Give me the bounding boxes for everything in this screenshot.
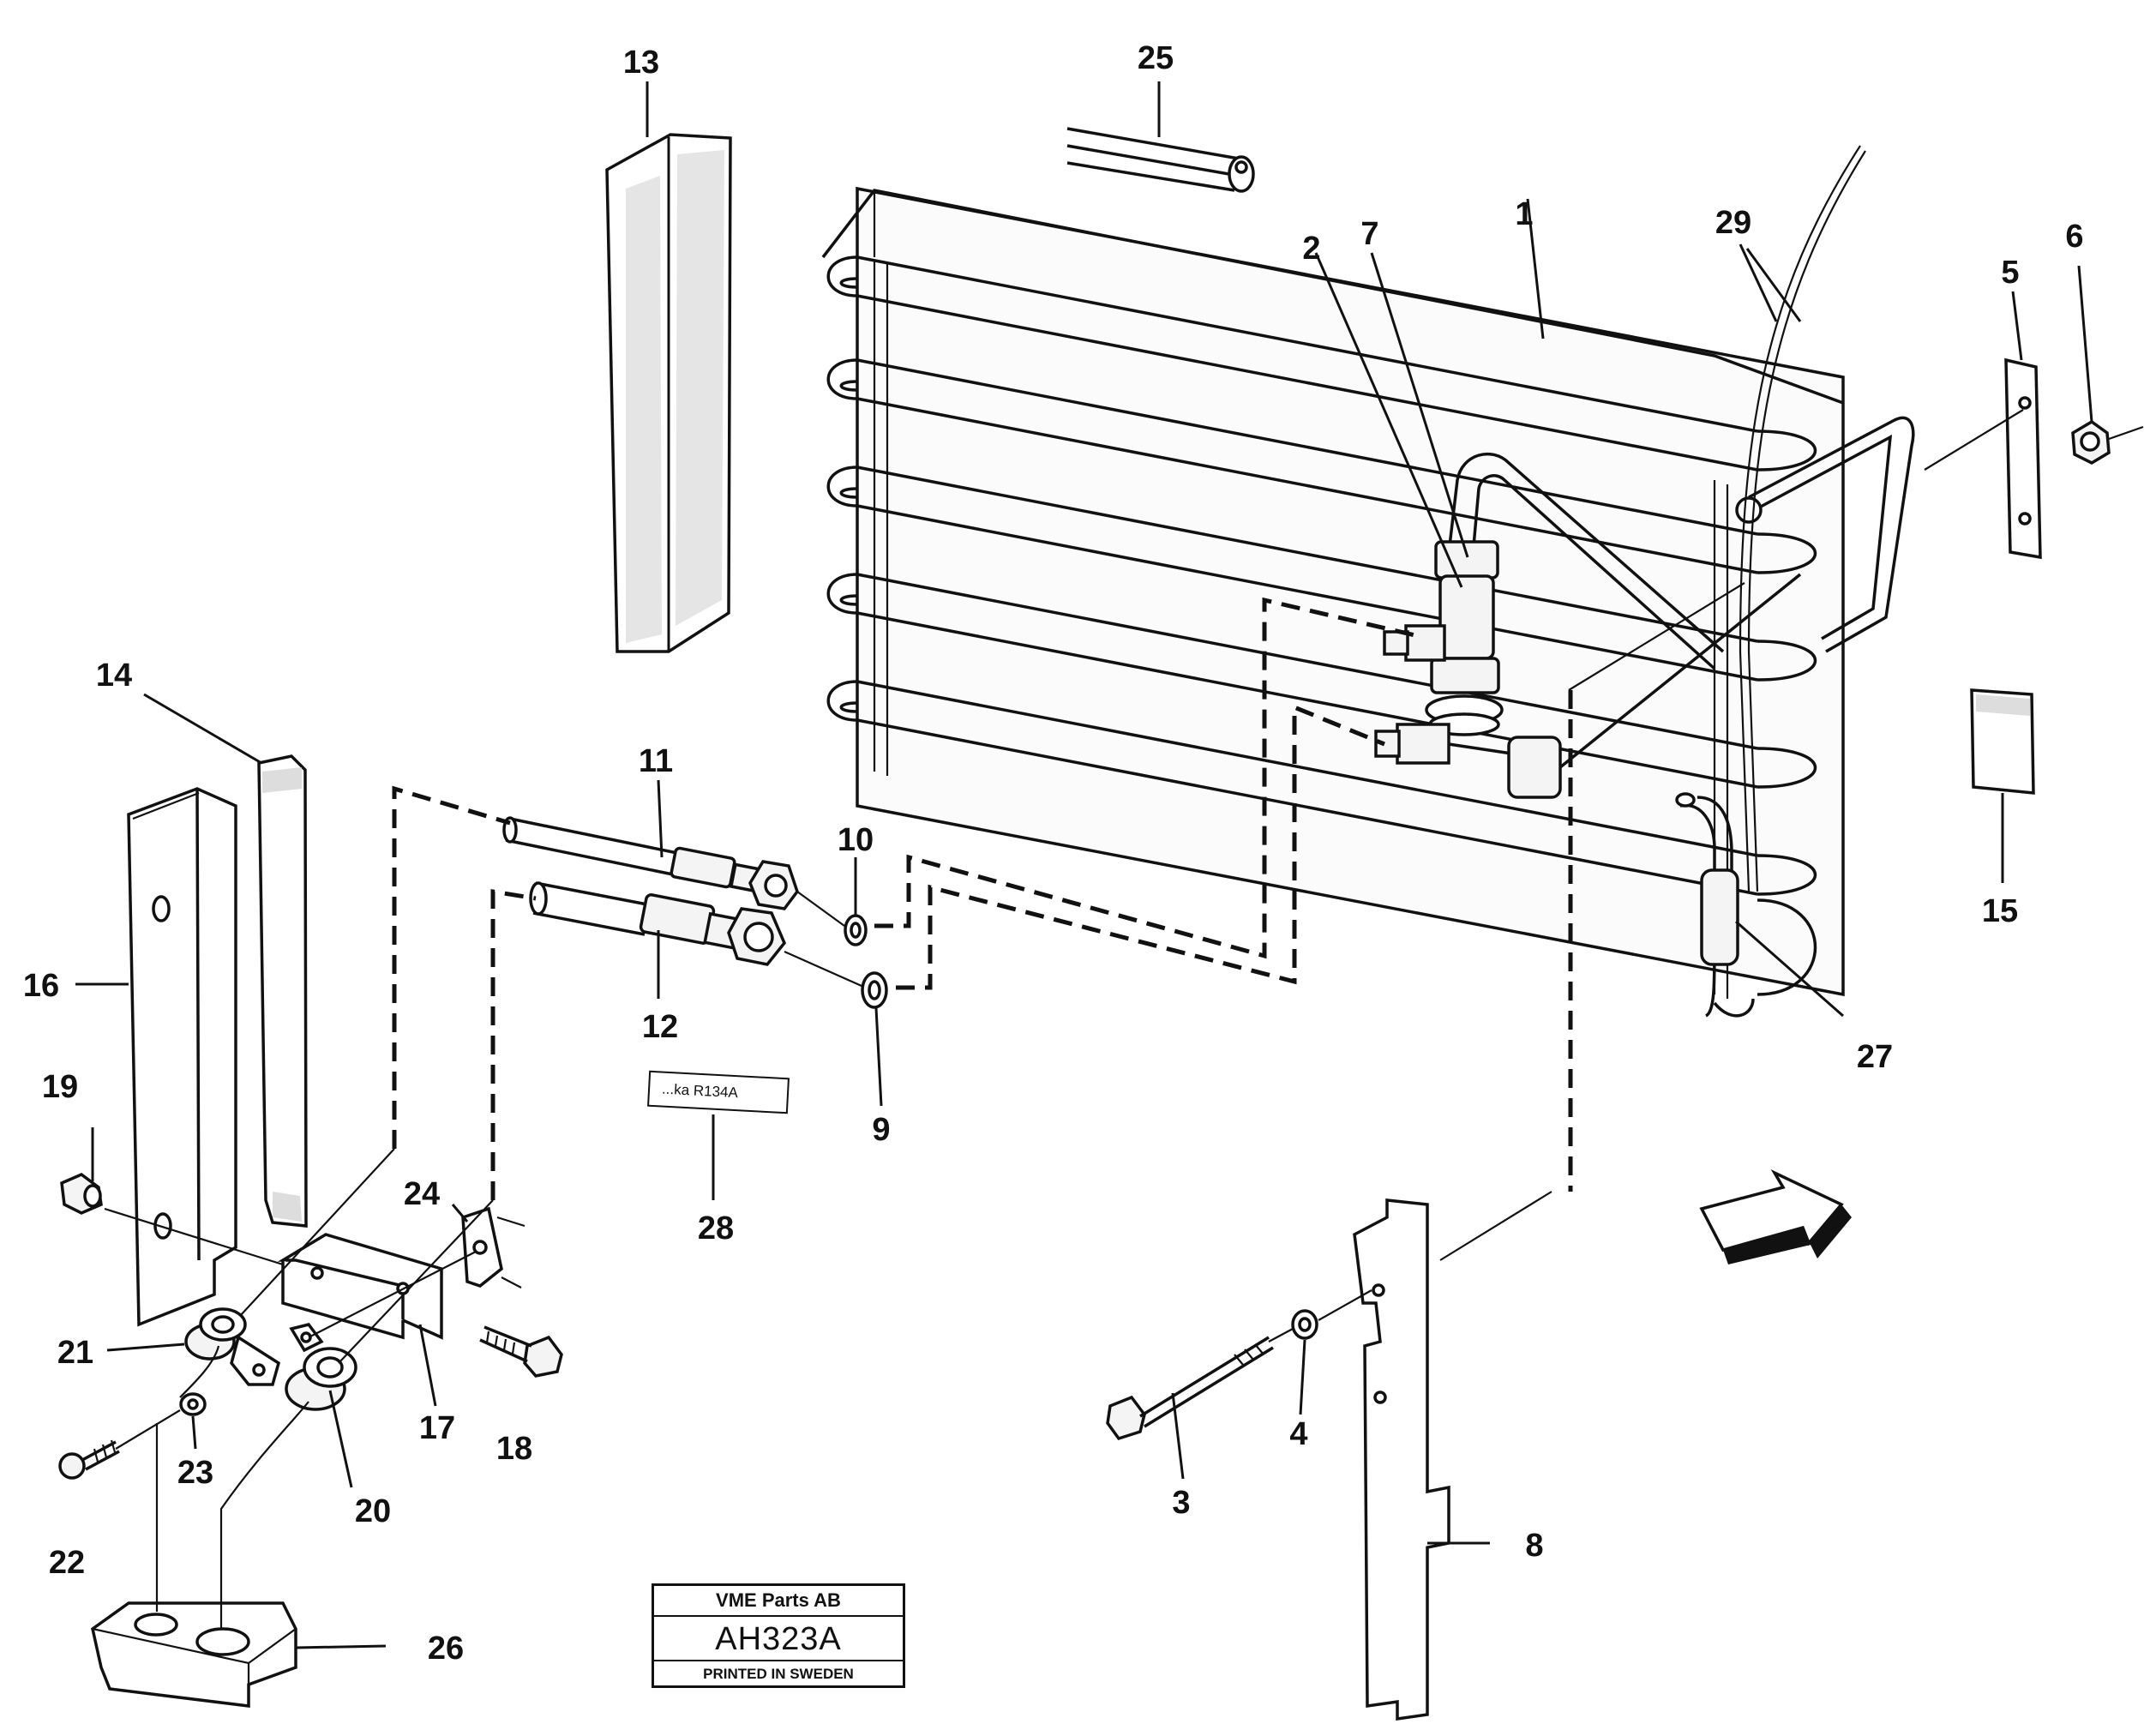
callout-numbers: 1 2 3 4 5 6 7 8 9 10 11 12 13 14 15 16 1… bbox=[23, 40, 2084, 1667]
refrigerant-sticker-28: ...ka R134A bbox=[647, 1070, 790, 1114]
stamp-code: AH323A bbox=[654, 1617, 903, 1661]
hose-12 bbox=[529, 881, 787, 966]
callout-26: 26 bbox=[428, 1631, 464, 1667]
flow-direction-arrow-icon bbox=[1699, 1168, 1852, 1264]
grommet-21 bbox=[184, 1307, 281, 1386]
washer-4 bbox=[1291, 1309, 1318, 1340]
side-bracket-16 bbox=[127, 787, 237, 1327]
block-26 bbox=[91, 1601, 297, 1708]
washer-9 bbox=[861, 971, 888, 1009]
grommet-20 bbox=[285, 1323, 357, 1411]
sticker-text: ...ka R134A bbox=[661, 1080, 739, 1102]
callout-16: 16 bbox=[23, 968, 59, 1004]
callout-8: 8 bbox=[1525, 1528, 1543, 1564]
screw-22 bbox=[58, 1439, 120, 1480]
callout-29: 29 bbox=[1715, 205, 1751, 241]
callout-2: 2 bbox=[1302, 231, 1320, 267]
callout-20: 20 bbox=[355, 1493, 391, 1529]
callout-11: 11 bbox=[639, 743, 673, 779]
callout-4: 4 bbox=[1289, 1416, 1307, 1452]
leader-5-to-core bbox=[1924, 409, 2024, 471]
clamp-24 bbox=[461, 1206, 525, 1288]
expansion-valve bbox=[1374, 453, 1802, 799]
dash-hose11-route bbox=[874, 597, 1420, 959]
callout-18: 18 bbox=[496, 1431, 532, 1467]
callout-19: 19 bbox=[42, 1069, 78, 1105]
callout-9: 9 bbox=[872, 1112, 890, 1148]
dash-hose11-bracket bbox=[392, 785, 511, 1149]
stamp-printed: PRINTED IN SWEDEN bbox=[703, 1666, 854, 1682]
callout-7: 7 bbox=[1360, 216, 1378, 252]
plate-5 bbox=[2004, 357, 2042, 560]
hose-11 bbox=[502, 816, 799, 910]
dash-hose12-route bbox=[896, 704, 1385, 990]
callout-1: 1 bbox=[1515, 196, 1533, 232]
callout-28: 28 bbox=[698, 1210, 734, 1246]
side-panel-14 bbox=[257, 754, 308, 1228]
pad-15 bbox=[1970, 688, 2035, 795]
bolt-3 bbox=[1106, 1336, 1274, 1441]
callout-14: 14 bbox=[96, 658, 132, 694]
dash-hose12-bracket bbox=[490, 889, 537, 1200]
callout-12: 12 bbox=[642, 1009, 678, 1045]
washer-10 bbox=[844, 914, 868, 946]
evaporator-core bbox=[821, 186, 1915, 999]
callout-13: 13 bbox=[623, 45, 659, 81]
bracket-8 bbox=[1353, 1198, 1450, 1721]
callout-21: 21 bbox=[57, 1335, 93, 1371]
callout-5: 5 bbox=[2001, 255, 2019, 291]
publisher-stamp: VME Parts AB AH323A PRINTED IN SWEDEN bbox=[652, 1583, 905, 1688]
seal-strip-25 bbox=[1066, 127, 1255, 193]
leader-lines bbox=[75, 81, 2093, 1649]
filter-panel-13 bbox=[605, 133, 732, 653]
callout-27: 27 bbox=[1857, 1039, 1893, 1075]
bracket-17 bbox=[277, 1233, 443, 1340]
nut-6 bbox=[2071, 419, 2144, 465]
callout-24: 24 bbox=[404, 1176, 440, 1212]
callout-25: 25 bbox=[1138, 40, 1174, 76]
capillary-and-pipe-27 bbox=[1675, 145, 1866, 1018]
callout-23: 23 bbox=[177, 1455, 213, 1491]
callout-6: 6 bbox=[2065, 219, 2083, 255]
nut-19 bbox=[60, 1172, 103, 1215]
callout-3: 3 bbox=[1172, 1485, 1190, 1521]
callout-10: 10 bbox=[838, 822, 874, 858]
callout-22: 22 bbox=[49, 1545, 85, 1581]
callout-15: 15 bbox=[1982, 893, 2018, 929]
callout-17: 17 bbox=[419, 1410, 455, 1446]
screw-18 bbox=[479, 1325, 563, 1378]
stamp-company: VME Parts AB bbox=[654, 1586, 903, 1617]
washer-23 bbox=[179, 1392, 207, 1416]
